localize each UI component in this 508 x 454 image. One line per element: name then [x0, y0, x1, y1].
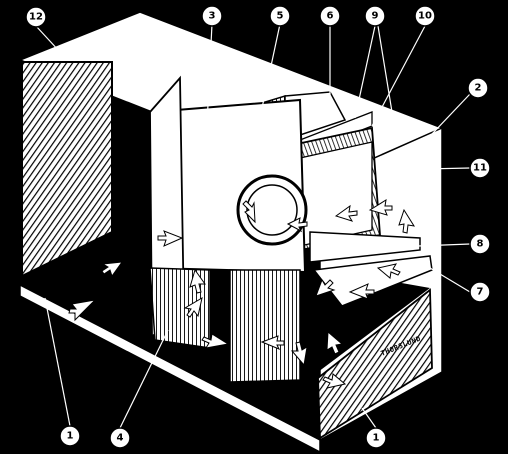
- leader-line: [35, 25, 61, 53]
- airflow-arrow: [376, 263, 401, 279]
- leader-line: [44, 297, 71, 427]
- callout-10: 10: [414, 5, 436, 27]
- callout-11: 11: [469, 157, 491, 179]
- bottom-damping-pad: [317, 288, 433, 440]
- airflow-arrow: [368, 198, 393, 216]
- airflow-arrow: [348, 283, 375, 300]
- callout-label: 12: [29, 12, 43, 23]
- lower-partition-b: [229, 269, 301, 383]
- airflow-arrow: [157, 230, 184, 247]
- callout-label: 8: [477, 239, 484, 250]
- leader-line: [261, 23, 281, 109]
- leader-line: [429, 267, 471, 293]
- callout-label: 11: [473, 163, 487, 174]
- tray-7: [312, 255, 433, 307]
- tray-8: [309, 231, 421, 263]
- callout-label: 1: [67, 431, 74, 442]
- callout-6: 6: [319, 5, 341, 27]
- callout-label: 9: [372, 11, 379, 22]
- leader-lines: [35, 23, 471, 429]
- callout-label: 7: [477, 287, 484, 298]
- callout-label: 2: [475, 83, 482, 94]
- airflow-arrows: [68, 198, 416, 389]
- airflow-arrow: [183, 296, 203, 318]
- airflow-arrow: [189, 268, 206, 294]
- leader-line: [377, 25, 393, 113]
- callout-label: 3: [209, 11, 216, 22]
- airflow-arrow: [286, 217, 308, 233]
- leader-line: [371, 25, 426, 127]
- airflow-arrow: [334, 204, 358, 222]
- fan-housing-front: [299, 141, 373, 247]
- callout-label: 4: [117, 433, 124, 444]
- airflow-arrow: [242, 200, 256, 224]
- callout-label: 1: [373, 433, 380, 444]
- airflow-arrow: [326, 330, 344, 355]
- airflow-arrow: [101, 261, 124, 278]
- leader-line: [377, 167, 471, 171]
- callout-1-right: 1: [365, 427, 387, 449]
- callout-label: 5: [277, 11, 284, 22]
- callout-label: 10: [418, 11, 432, 22]
- airflow-arrow: [322, 373, 347, 389]
- leader-line: [204, 23, 213, 166]
- speaker-ring-outer: [236, 174, 308, 246]
- callout-12: 12: [25, 6, 47, 28]
- callout-4: 4: [109, 427, 131, 449]
- callout-5: 5: [269, 5, 291, 27]
- airflow-arrow: [201, 333, 230, 349]
- leader-line: [361, 407, 377, 429]
- airflow-arrow: [290, 341, 308, 367]
- callout-1-left: 1: [59, 425, 81, 447]
- callout-3: 3: [201, 5, 223, 27]
- airflow-arrow: [68, 299, 97, 322]
- leader-line: [119, 329, 169, 429]
- callout-9: 9: [364, 5, 386, 27]
- floor-edge: [19, 283, 321, 454]
- callouts: 12 3 5 6 9 10 2 11: [25, 5, 491, 449]
- leader-line: [354, 25, 376, 119]
- leader-line: [431, 93, 471, 135]
- callout-8: 8: [469, 233, 491, 255]
- lower-partition-a: [149, 267, 211, 349]
- callout-7: 7: [469, 281, 491, 303]
- leader-line: [417, 243, 471, 247]
- airflow-arrow: [315, 278, 336, 297]
- callout-label: 6: [327, 11, 334, 22]
- callout-2: 2: [467, 77, 489, 99]
- speaker-ring-inner: [246, 184, 298, 236]
- airflow-arrow: [260, 335, 285, 350]
- airflow-arrow: [398, 208, 416, 234]
